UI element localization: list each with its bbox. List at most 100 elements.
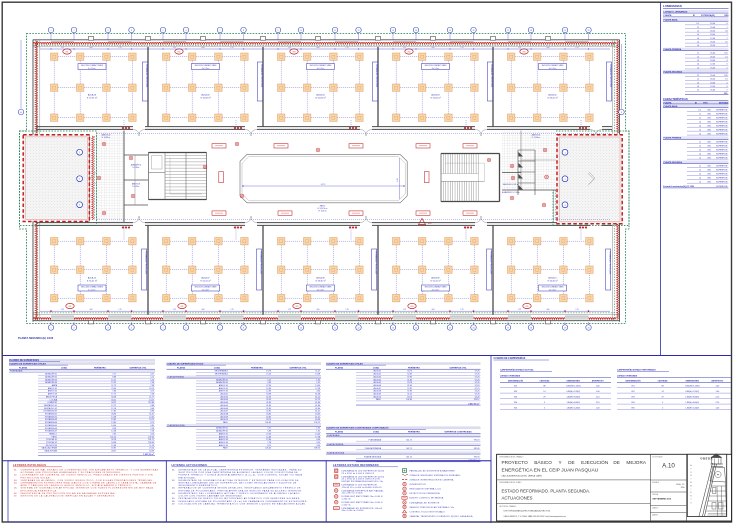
svg-text:CUBIERTA EN MAL ESTADO DE CONS: CUBIERTA EN MAL ESTADO DE CONSERVACIÓN, … [21,468,159,471]
svg-text:DESPACHO 01: DESPACHO 01 [44,404,57,407]
svg-text:6: 6 [726,23,727,25]
svg-text:4: 4 [726,82,727,84]
svg-text:PERSIANA DE PROTECCIÓN: PERSIANA DE PROTECCIÓN [608,251,611,275]
svg-text:L5: L5 [699,182,701,184]
svg-text:28,47: 28,47 [111,451,116,453]
svg-text:S: 61,41 m²: S: 61,41 m² [430,280,441,283]
svg-text:4: 4 [131,30,132,32]
svg-text:63,30: 63,30 [315,413,320,415]
svg-text:SUPERFICIE: SUPERFICIE [716,114,728,116]
svg-text:13,38: 13,38 [111,445,116,447]
svg-text:188,70: 188,70 [314,448,320,450]
svg-text:LEYENDA PATOLOGÍAS: LEYENDA PATOLOGÍAS [13,464,46,467]
svg-text:L2: L2 [699,146,701,148]
svg-text:1,75: 1,75 [288,47,291,49]
svg-text:ASEOS 01: ASEOS 01 [532,134,541,137]
svg-text:976,70: 976,70 [474,457,480,459]
svg-text:23,24: 23,24 [149,448,154,450]
svg-text:120x30 29 a 4.400 lm 4000K UG: 120x30 29 a 4.400 lm 4000K UGR<19 [342,486,382,489]
svg-text:88: 88 [662,385,664,387]
svg-text:ASEOS 02: ASEOS 02 [48,390,57,393]
svg-text:109,65: 109,65 [148,436,154,438]
svg-text:SECCIÓN COMPACT GRES: SECCIÓN COMPACT GRES [542,286,565,289]
svg-text:SUPERFICIE ÚTIL: SUPERFICIE ÚTIL [449,366,467,369]
svg-text:L6: L6 [699,133,701,135]
svg-text:10,79: 10,79 [149,419,154,421]
svg-text:1,80(2H)×1,20(V): 1,80(2H)×1,20(V) [566,384,581,387]
svg-text:SECCIÓN COMPACT GRES: SECCIÓN COMPACT GRES [310,64,333,67]
svg-text:1: 1 [564,152,565,154]
svg-text:3,90: 3,90 [316,445,320,447]
svg-text:54,38: 54,38 [111,442,116,444]
svg-text:8,88: 8,88 [112,376,116,378]
svg-text:7,44: 7,44 [150,382,154,384]
svg-text:ALMACÉN 02: ALMACÉN 02 [45,375,57,378]
svg-text:SECCIÓN COMPACT GRES: SECCIÓN COMPACT GRES [542,64,565,67]
svg-text:07.: 07. [172,503,175,505]
svg-text:541,75: 541,75 [406,440,412,442]
svg-text:ASEOS 03: ASEOS 03 [219,390,228,393]
svg-text:18,00: 18,00 [710,34,715,36]
svg-text:ASEOS 05: ASEOS 05 [219,444,228,447]
svg-text:0.1: 0.1 [696,23,699,25]
svg-text:AULA 08: AULA 08 [316,277,325,280]
svg-text:ALMACÉN 04: ALMACÉN 04 [45,381,57,384]
svg-text:PERSIANA DE PROTECCIÓN: PERSIANA DE PROTECCIÓN [260,64,263,88]
svg-text:AULA 04: AULA 04 [221,401,228,404]
svg-text:5,80: 5,80 [267,382,271,384]
svg-text:PASILLO: PASILLO [49,432,57,435]
svg-text:L4: L4 [699,126,701,128]
svg-text:SALA JUNTAS: SALA JUNTAS [45,450,58,453]
svg-text:14,04: 14,04 [111,425,116,427]
svg-text:33,74: 33,74 [407,396,412,398]
svg-text:ESCALA: ESCALA [652,481,659,484]
svg-text:17,75: 17,75 [111,394,116,396]
svg-text:VENTANAS DE ALUMINIO, CON VIDR: VENTANAS DE ALUMINIO, CON VIDRIO MONOLÍT… [21,479,154,482]
svg-text:L2: L2 [697,79,699,81]
svg-text:ANTEPECHO: ANTEPECHO [592,380,604,383]
svg-text:SUPERFICIE: SUPERFICIE [716,166,728,168]
svg-text:DRIVER SISTEMA REGULACIÓN 1-10: DRIVER SISTEMA REGULACIÓN 1-10v [342,480,384,483]
svg-text:LUMINARIA LED SUPERFICIE 120x3: LUMINARIA LED SUPERFICIE 120x30 [342,507,383,510]
svg-text:1,00: 1,00 [715,407,719,409]
svg-text:7,28: 7,28 [150,431,154,433]
svg-text:ASEOS 01: ASEOS 01 [48,387,57,390]
svg-text:1: 1 [79,152,80,154]
svg-text:29: 29 [662,396,664,398]
svg-text:07.: 07. [14,496,17,498]
svg-text:67,21: 67,21 [475,388,480,390]
svg-text:32,95: 32,95 [266,399,271,401]
svg-text:S: 1,08 m²: S: 1,08 m² [132,166,140,169]
svg-text:5: 5 [163,30,164,32]
svg-text:14: 14 [415,30,417,32]
svg-text:30,08: 30,08 [111,396,116,398]
svg-text:LED: LED [707,182,711,184]
svg-text:LUMINARIA SUPERFICIE ANTIVANDA: LUMINARIA SUPERFICIE ANTIVANDAL. [342,489,385,492]
svg-text:ASEOS 03: ASEOS 03 [48,393,57,396]
svg-text:S: 17,08 m²: S: 17,08 m² [532,136,541,139]
svg-text:6: 6 [186,30,187,32]
svg-text:3: 3 [108,327,109,329]
svg-text:04.: 04. [14,483,17,485]
svg-text:2,10: 2,10 [715,396,719,398]
svg-text:SUPERFICIE ÚTIL: SUPERFICIE ÚTIL [129,366,147,369]
svg-text:1: 1 [51,30,52,32]
svg-text:12,00: 12,00 [710,86,715,88]
svg-text:AULA 12: AULA 12 [88,277,97,280]
svg-text:PERÍMETRO: PERÍMETRO [408,366,420,369]
svg-text:L1: L1 [697,27,699,29]
svg-text:7: 7 [726,45,727,47]
svg-text:CARACTERÍSTICAS: CARACTERÍSTICAS [663,96,688,101]
svg-text:67,26: 67,26 [475,394,480,396]
svg-text:PORCHE 01: PORCHE 01 [46,439,57,441]
svg-text:ASEOS 02: ASEOS 02 [219,435,228,438]
svg-text:14: 14 [662,391,664,393]
svg-text:PLANTA SEGUNDA: PLANTA SEGUNDA [664,161,683,164]
svg-text:27,34: 27,34 [266,385,271,387]
svg-text:13,38: 13,38 [111,416,116,418]
svg-text:Ú B E D A: Ú B E D A [700,455,712,460]
svg-text:SUPERFICIE: SUPERFICIE [716,110,728,112]
svg-text:4,00: 4,00 [316,309,319,311]
svg-text:AULA 01: AULA 01 [221,393,228,396]
svg-text:88: 88 [543,385,545,387]
